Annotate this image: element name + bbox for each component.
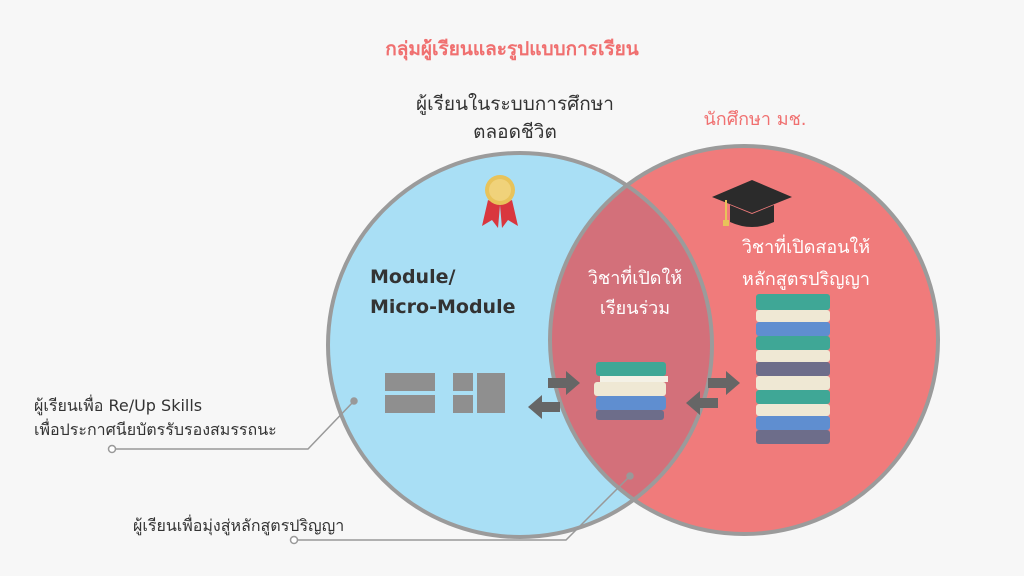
tall-books-stack-icon (756, 294, 830, 444)
left-heading-line1: ผู้เรียนในระบบการศึกษา (416, 93, 614, 115)
left-heading-line2: ตลอดชีวิต (473, 121, 557, 143)
right-circle-heading: นักศึกษา มช. (703, 109, 807, 130)
callout-degree: ผู้เรียนเพื่อมุ่งสู่หลักสูตรปริญญา (133, 516, 345, 535)
overlap-label: วิชาที่เปิดให้ เรียนร่วม (560, 264, 710, 324)
callout-line-reskill (107, 397, 358, 454)
module-blocks-icon (385, 373, 505, 413)
callout-reskill: ผู้เรียนเพื่อ Re/Up Skills เพื่อประกาศนี… (34, 394, 277, 442)
degree-label-line1: วิชาที่เปิดสอนให้ (741, 237, 871, 258)
overlap-label-line2: เรียนร่วม (599, 298, 671, 319)
degree-label: วิชาที่เปิดสอนให้ หลักสูตรปริญญา (706, 232, 906, 296)
exchange-arrows-left-icon (528, 371, 580, 419)
books-stack-icon (594, 362, 668, 420)
page-title: กลุ่มผู้เรียนและรูปแบบการเรียน (385, 38, 639, 60)
degree-label-line2: หลักสูตรปริญญา (741, 269, 870, 290)
module-label-line1: Module/ (370, 266, 456, 288)
graduation-cap-icon (712, 180, 792, 227)
overlap-label-line1: วิชาที่เปิดให้ (587, 268, 683, 289)
award-ribbon-icon (482, 175, 518, 228)
module-label: Module/ Micro-Module (370, 262, 515, 322)
callout-line-degree (289, 472, 634, 545)
callout-reskill-line1: ผู้เรียนเพื่อ Re/Up Skills (34, 396, 203, 415)
module-label-line2: Micro-Module (370, 296, 516, 318)
left-circle-heading: ผู้เรียนในระบบการศึกษา ตลอดชีวิต (380, 90, 650, 146)
callout-reskill-line2: เพื่อประกาศนียบัตรรับรองสมรรถนะ (34, 420, 277, 439)
overlap-region (550, 153, 712, 534)
exchange-arrows-right-icon (686, 371, 740, 415)
